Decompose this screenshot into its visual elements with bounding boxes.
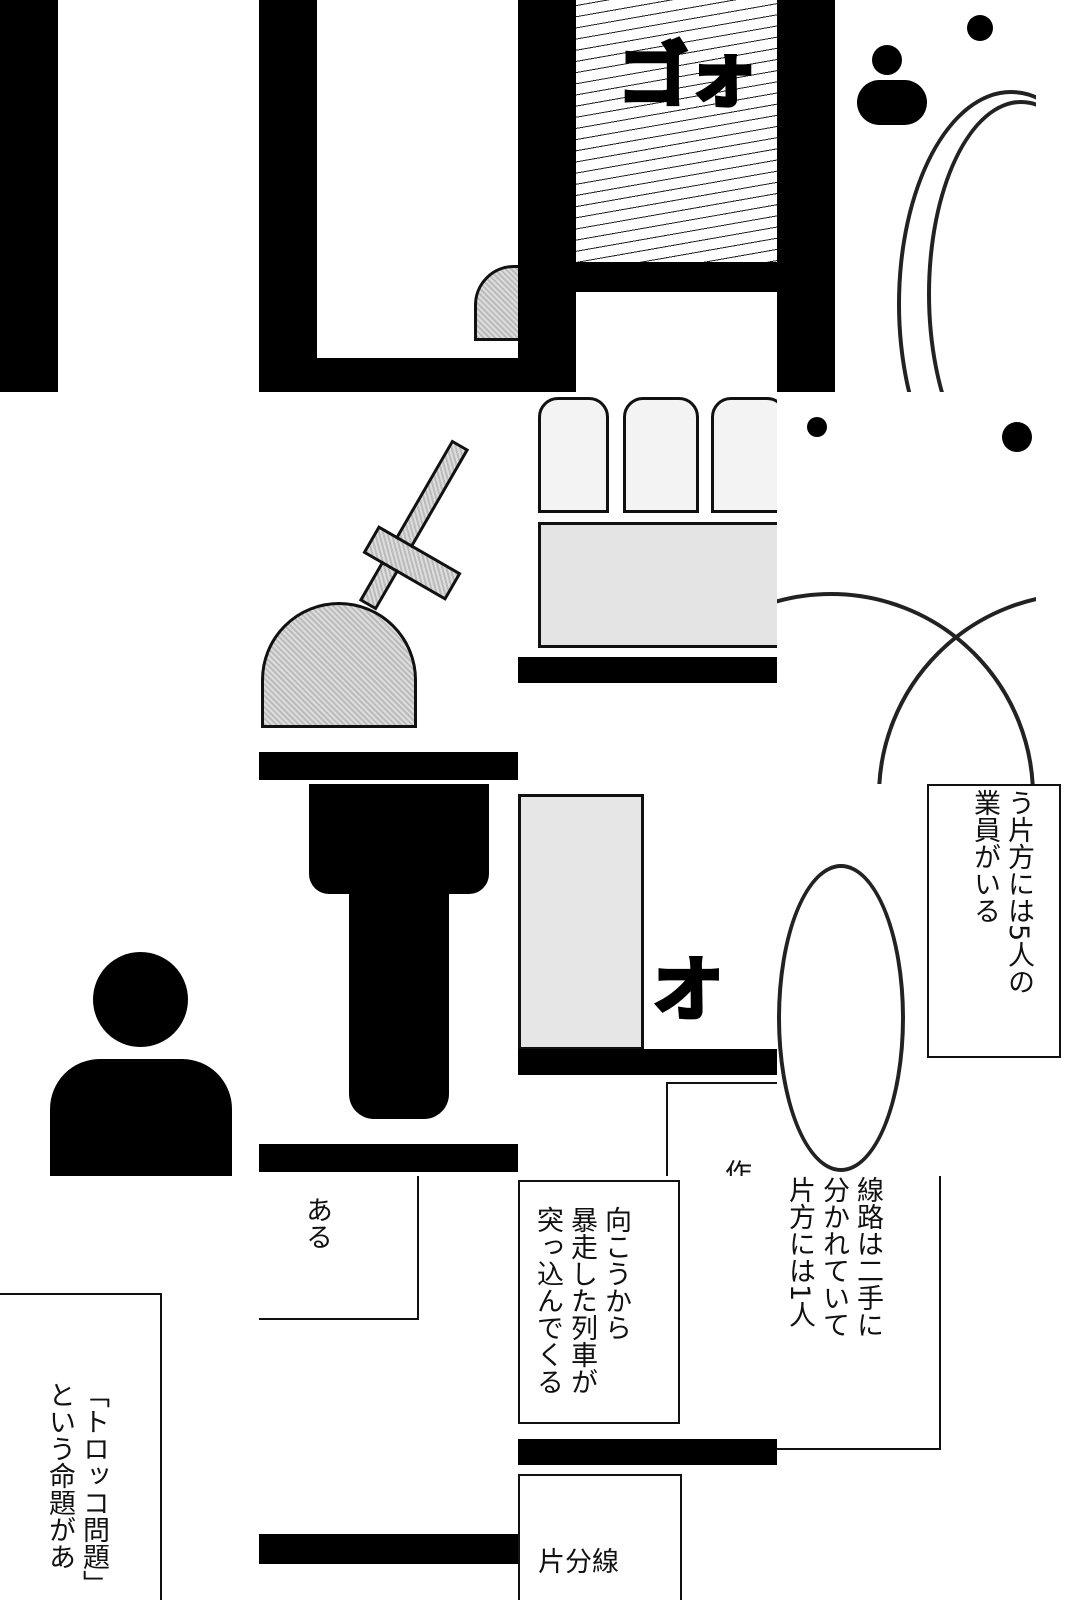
caption-box	[259, 1176, 419, 1320]
worker-figure-icon	[807, 417, 827, 437]
tile-aru: ある	[259, 1176, 518, 1600]
tram-body	[538, 522, 777, 648]
caption-box	[0, 1293, 162, 1600]
caption-trolley: 「トロッコ問題」 という命題があ	[44, 1381, 109, 1597]
panel-border	[259, 358, 518, 392]
panel-border	[518, 1439, 777, 1465]
tram-window	[623, 397, 699, 513]
panel-border	[259, 1534, 518, 1564]
caption-box	[777, 1176, 941, 1450]
tram-window	[538, 397, 609, 513]
tile-blank	[0, 392, 259, 784]
person-legs	[349, 884, 449, 1119]
caption-tracks: 線路は二手に 分かれていて 片方には1人	[784, 1176, 883, 1338]
panel-border	[518, 0, 576, 392]
tile-trolley-caption: 「トロッコ問題」 という命題があ	[0, 1176, 259, 1600]
panel-border	[259, 0, 317, 392]
caption-box	[927, 784, 1061, 1058]
tile-person-legs	[259, 784, 518, 1176]
worker-figure-icon	[1002, 422, 1032, 452]
tile-black-bar	[0, 0, 259, 392]
panel-border	[259, 1144, 518, 1172]
caption-bottom: 片分線	[538, 1547, 619, 1578]
worker-figure-icon	[967, 15, 993, 41]
lever-base	[261, 602, 417, 728]
person-icon	[93, 952, 188, 1047]
panel-border	[777, 0, 835, 392]
speed-lines	[576, 0, 777, 262]
tile-train-caption: 向こうから 暴走した列車が 突っ込んでくる 片分線	[518, 1176, 777, 1600]
caption-aru: ある	[301, 1196, 332, 1250]
panel-border	[518, 657, 777, 683]
tile-crossing-tracks	[777, 392, 1036, 784]
tile-panel-corner	[259, 0, 518, 392]
tile-person	[0, 784, 259, 1176]
tile-train-side: オ 作さわ	[518, 784, 777, 1176]
tile-lever	[259, 392, 518, 784]
tile-workers-tracks	[777, 0, 1036, 392]
sfx-o: オ	[651, 947, 725, 1033]
person-body	[50, 1059, 232, 1176]
panel-border	[259, 752, 518, 780]
caption-partial: 作さわ	[718, 1159, 752, 1176]
panel-border	[0, 0, 58, 392]
tile-tram-front	[518, 392, 777, 784]
panel-border	[576, 262, 777, 292]
caption-workers: う片方には5人の 業員がいる	[969, 789, 1034, 996]
caption-box	[518, 1474, 682, 1600]
tile-workers-caption: う片方には5人の 業員がいる	[777, 784, 1070, 1176]
tile-tracks-caption: 線路は二手に 分かれていて 片方には1人	[777, 1176, 1070, 1600]
caption-box	[666, 1082, 777, 1176]
track-icon	[777, 864, 905, 1172]
tram-window	[711, 397, 777, 513]
caption-box	[518, 1180, 680, 1424]
worker-figure-icon	[857, 80, 927, 125]
caption-train: 向こうから 暴走した列車が 突っ込んでくる	[532, 1206, 631, 1395]
tile-speed-lines: ゴォ	[518, 0, 777, 392]
worker-figure-icon	[872, 45, 902, 75]
lever-base	[474, 265, 518, 341]
person-body	[309, 784, 489, 894]
panel-border	[518, 1049, 777, 1075]
train-car	[518, 794, 644, 1050]
sfx-go: ゴォ	[616, 33, 760, 119]
